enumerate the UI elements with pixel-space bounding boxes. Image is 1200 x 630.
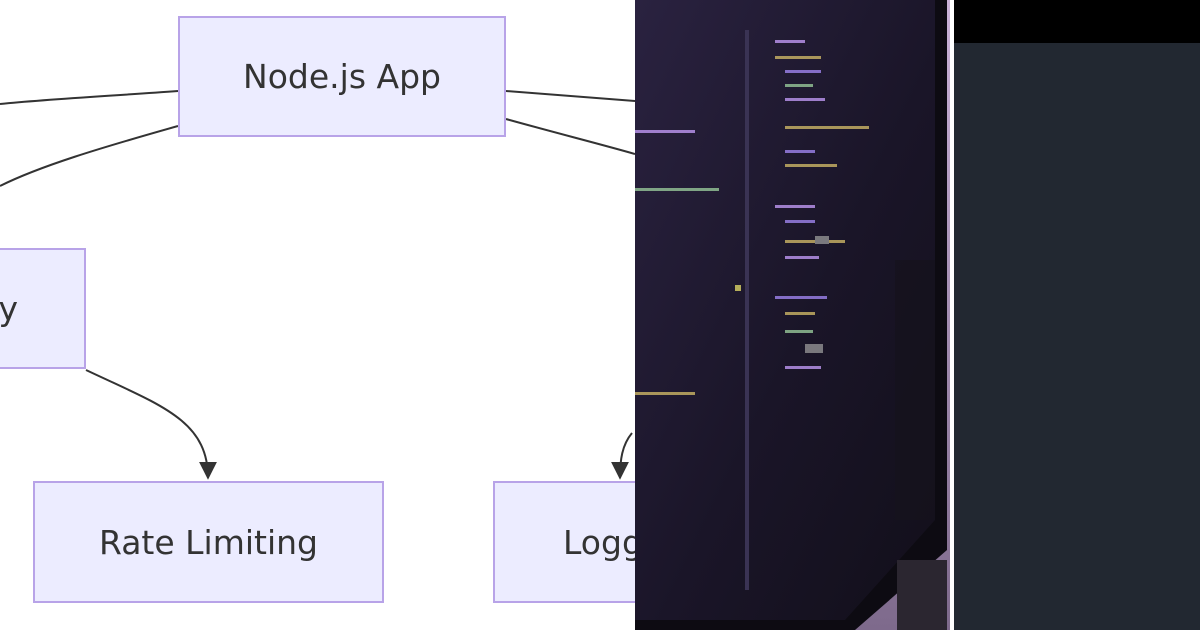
node-rate-limiting: Rate Limiting	[33, 481, 384, 603]
edge-security-to-rate-limiting	[85, 369, 217, 480]
node-nodejs-app-label: Node.js App	[243, 57, 441, 96]
panel-body	[954, 43, 1200, 630]
node-security: y	[0, 248, 86, 369]
dark-side-panel	[950, 0, 1200, 630]
node-rate-limiting-label: Rate Limiting	[99, 522, 318, 562]
blurred-code-lines	[635, 40, 869, 395]
edge-app-left-upper	[0, 90, 179, 105]
edge-to-logging	[611, 432, 633, 480]
node-nodejs-app: Node.js App	[178, 16, 506, 137]
panel-top-bar	[954, 0, 1200, 43]
node-logging-label: Logg	[563, 522, 635, 562]
diagram-edges	[0, 90, 635, 480]
edge-app-right-upper	[505, 90, 635, 102]
node-logging: Logg	[493, 481, 635, 603]
monitor-image	[635, 0, 950, 630]
edge-app-left-lower	[0, 125, 179, 187]
code-monitor-photo	[635, 0, 950, 630]
node-security-label: y	[0, 289, 18, 328]
edge-app-right-lower	[505, 118, 635, 155]
flowchart-diagram: Node.js App y Rate Limiting Logg	[0, 16, 635, 603]
